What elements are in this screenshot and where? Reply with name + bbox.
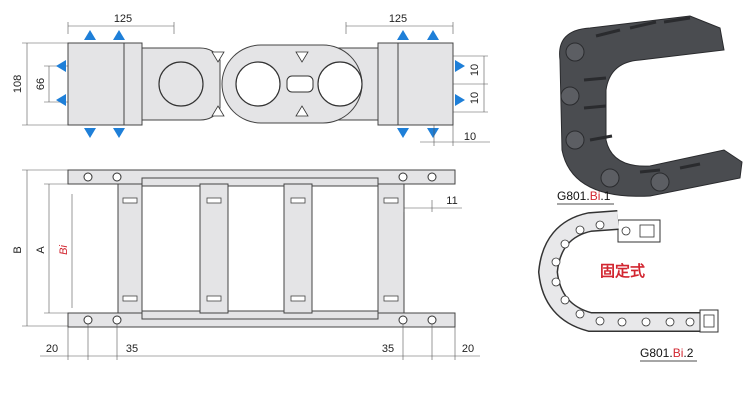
arrow-down-icon: [84, 128, 96, 138]
dim-66: 66: [35, 78, 47, 90]
arrow-right-icon: [455, 94, 465, 106]
dim-125-left: 125: [114, 13, 132, 25]
model-caption-2: G801.Bi.2: [640, 346, 694, 360]
dim-Bi: Bi: [58, 245, 70, 255]
dim-108: 108: [12, 75, 24, 93]
dim-B: B: [12, 246, 24, 253]
arrow-left-icon: [56, 94, 66, 106]
dim-125-right: 125: [389, 13, 407, 25]
fixed-type-label: 固定式: [600, 262, 645, 280]
arrow-down-icon: [113, 128, 125, 138]
arrow-left-icon: [56, 60, 66, 72]
model-caption-1: G801.Bi.1: [557, 189, 611, 203]
dim-20-right: 20: [462, 343, 474, 355]
arrow-up-icon: [84, 30, 96, 40]
top-view-link: 125 125 108 66: [12, 13, 490, 146]
arrow-right-icon: [455, 60, 465, 72]
plan-view: B A Bi: [12, 169, 480, 360]
dim-10-a: 10: [469, 64, 481, 76]
arrow-up-icon: [397, 30, 409, 40]
dim-35-right: 35: [382, 343, 394, 355]
dim-11: 11: [446, 195, 457, 207]
arrow-up-icon: [113, 30, 125, 40]
chain-3d-render: [559, 15, 743, 197]
dim-A: A: [35, 246, 47, 254]
arrow-down-icon: [427, 128, 439, 138]
arrow-down-icon: [397, 128, 409, 138]
arrow-up-icon: [427, 30, 439, 40]
dim-35-left: 35: [126, 343, 138, 355]
dim-10-c: 10: [464, 131, 476, 143]
chain-loop-schematic: [537, 210, 719, 333]
dim-10-b: 10: [469, 92, 481, 104]
dim-20-left: 20: [46, 343, 58, 355]
